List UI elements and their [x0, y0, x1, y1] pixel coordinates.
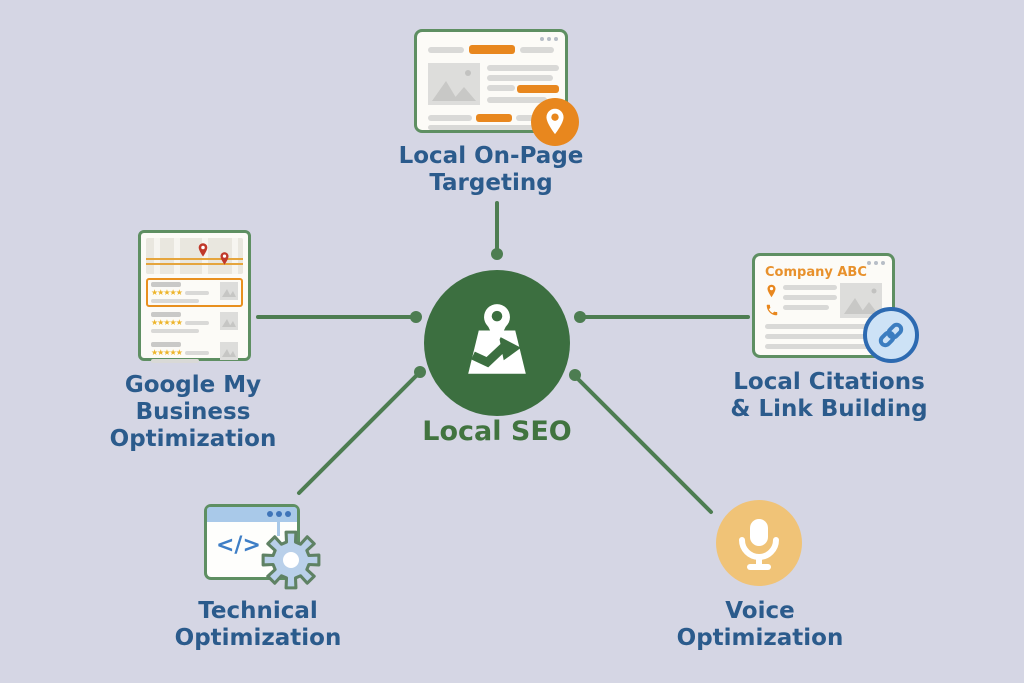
connector-dot-bottom-left	[414, 366, 426, 378]
connector-dot-top	[491, 248, 503, 260]
browser-titlebar	[207, 507, 297, 522]
listing-row-highlighted: ★★★★★	[146, 278, 243, 307]
red-map-pin-icon	[196, 242, 210, 263]
hub-local-seo	[424, 270, 570, 416]
location-pin-badge-icon	[531, 98, 579, 146]
map-icon	[468, 304, 526, 374]
map-preview	[146, 238, 243, 274]
onpage-bottom-bars	[428, 114, 536, 122]
citation-bottom-bars	[765, 324, 883, 349]
window-dots-icon	[267, 511, 291, 517]
image-placeholder-icon	[428, 63, 480, 109]
card-on-page-targeting	[414, 29, 579, 146]
onpage-text-bars	[487, 65, 561, 103]
citation-text-bars	[783, 283, 840, 318]
label-on-page-targeting: Local On-Page Targeting	[398, 143, 584, 196]
code-icon: </>	[216, 533, 261, 558]
company-name: Company ABC	[765, 265, 867, 280]
connector-bottom-right	[575, 376, 713, 514]
connector-dot-right	[574, 311, 586, 323]
star-rating: ★★★★★	[151, 348, 183, 357]
window-dots-icon	[867, 261, 885, 265]
thumbnail-icon	[220, 342, 238, 360]
label-google-my-business: Google My Business Optimization	[109, 372, 277, 452]
phone-icon	[766, 304, 778, 316]
star-rating: ★★★★★	[151, 318, 183, 327]
window-dots-icon	[540, 37, 558, 41]
thumbnail-icon	[220, 312, 238, 330]
connector-bottom-left	[297, 373, 419, 495]
listing-row: ★★★★★	[146, 308, 243, 337]
listing-row: ★★★★★	[146, 338, 243, 367]
microphone-icon	[739, 519, 779, 570]
thumbnail-icon	[220, 282, 238, 300]
label-local-citations: Local Citations & Link Building	[730, 369, 928, 422]
connector-dot-bottom-right	[569, 369, 581, 381]
red-map-pin-icon	[218, 251, 231, 271]
label-technical: Technical Optimization	[174, 598, 342, 651]
onpage-bottom-line	[428, 125, 546, 130]
card-local-citations: Company ABC	[752, 253, 919, 363]
location-pin-icon	[767, 284, 776, 298]
connector-dot-left	[410, 311, 422, 323]
onpage-header-bars	[428, 45, 554, 54]
label-voice: Voice Optimization	[676, 598, 844, 651]
card-google-my-business: ★★★★★ ★★★★★	[138, 230, 251, 363]
star-rating: ★★★★★	[151, 288, 183, 297]
gear-icon	[259, 528, 323, 596]
card-voice	[716, 500, 802, 586]
hub-label: Local SEO	[422, 416, 572, 447]
link-badge-icon	[863, 307, 919, 363]
